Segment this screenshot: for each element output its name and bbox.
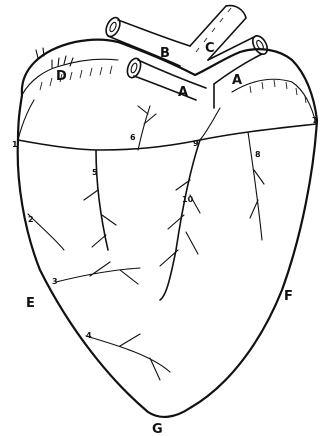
label-e: E xyxy=(26,296,35,311)
heart-outline xyxy=(18,40,317,417)
vessel-c-top xyxy=(226,6,246,18)
anterior-interventricular-artery xyxy=(160,140,200,300)
label-5: 5 xyxy=(92,168,98,177)
label-b: B xyxy=(160,46,170,61)
label-2: 2 xyxy=(28,215,34,224)
branch-4 xyxy=(86,334,170,380)
coronary-sulcus xyxy=(18,124,316,150)
branch-5-twigs xyxy=(84,190,116,247)
vessel-c-left-edge xyxy=(190,6,226,46)
vessel-b-upper-edge xyxy=(118,20,190,46)
right-appendage xyxy=(232,79,316,124)
label-c: C xyxy=(205,41,215,56)
branch-3 xyxy=(56,262,140,284)
branch-8 xyxy=(248,132,264,240)
label-8: 8 xyxy=(255,150,261,159)
vessel-hatching xyxy=(150,8,231,80)
label-a-left: A xyxy=(178,85,188,100)
label-7: 7 xyxy=(312,116,318,125)
label-6: 6 xyxy=(130,133,136,142)
vessel-b-inner xyxy=(109,21,118,32)
label-f: F xyxy=(284,289,293,304)
label-9: 9 xyxy=(193,139,199,148)
label-3: 3 xyxy=(52,277,58,286)
label-g: G xyxy=(152,422,163,436)
label-a-right: A xyxy=(232,73,242,88)
right-appendage-hatch xyxy=(250,80,306,103)
vessel-a-left-inner xyxy=(130,62,138,73)
label-4: 4 xyxy=(86,331,92,340)
vessel-b-opening xyxy=(103,15,122,38)
branch-9 xyxy=(200,108,220,140)
pulmonary-vein-stubs xyxy=(36,48,73,68)
label-10: 10 xyxy=(182,195,194,204)
label-d: D xyxy=(56,69,67,84)
label-1: 1 xyxy=(12,140,18,149)
branch-6 xyxy=(138,106,156,150)
